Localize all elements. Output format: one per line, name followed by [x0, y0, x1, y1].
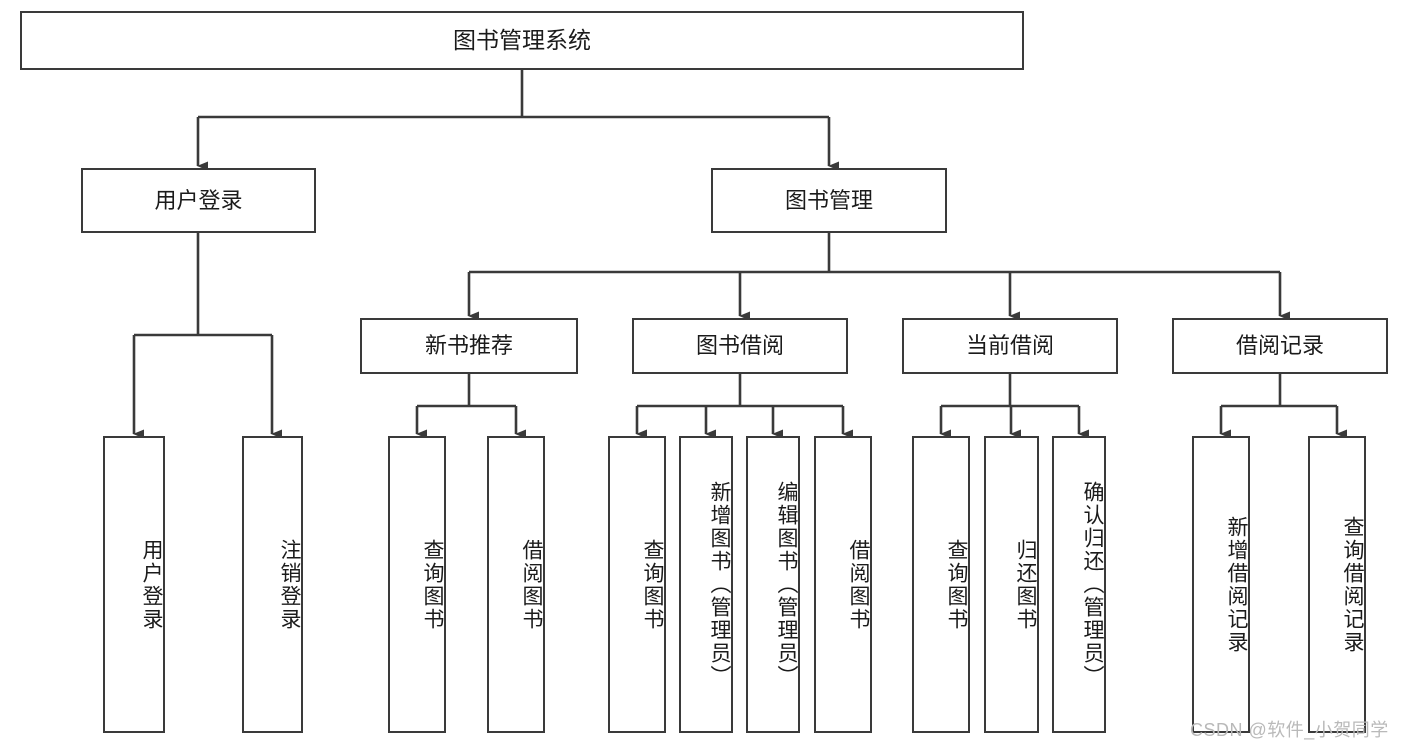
- node-borrow-record[interactable]: 借阅记录: [1172, 318, 1388, 374]
- node-label: 注销登录: [278, 538, 301, 631]
- node-current-borrow[interactable]: 当前借阅: [902, 318, 1118, 374]
- node-label: 归还图书: [1014, 538, 1037, 631]
- node-label: 图书借阅: [695, 333, 784, 359]
- node-label: 查询图书: [421, 538, 444, 631]
- node-label: 用户登录: [140, 538, 163, 631]
- node-new-book-recommend[interactable]: 新书推荐: [360, 318, 578, 374]
- node-leaf-query-book-a[interactable]: 查询图书: [388, 436, 446, 733]
- node-label: 当前借阅: [965, 333, 1054, 359]
- node-label: 借阅图书: [847, 538, 870, 631]
- node-leaf-query-book-b[interactable]: 查询图书: [608, 436, 666, 733]
- node-leaf-query-record[interactable]: 查询借阅记录: [1308, 436, 1366, 733]
- node-leaf-logout[interactable]: 注销登录: [242, 436, 303, 733]
- node-leaf-add-book[interactable]: 新增图书（管理员）: [679, 436, 733, 733]
- node-leaf-query-book-c[interactable]: 查询图书: [912, 436, 970, 733]
- watermark-csdn: CSDN @软件_小贺同学: [1190, 720, 1389, 740]
- node-label: 借阅记录: [1235, 333, 1324, 359]
- node-leaf-add-record[interactable]: 新增借阅记录: [1192, 436, 1250, 733]
- node-label: 用户登录: [154, 187, 243, 213]
- node-label: 新增借阅记录: [1225, 515, 1248, 654]
- node-book-manage[interactable]: 图书管理: [711, 168, 947, 233]
- node-label: 编辑图书（管理员）: [775, 481, 798, 688]
- node-label: 查询借阅记录: [1341, 515, 1364, 654]
- node-label: 图书管理系统: [453, 26, 591, 53]
- node-leaf-edit-book[interactable]: 编辑图书（管理员）: [746, 436, 800, 733]
- node-book-borrow[interactable]: 图书借阅: [632, 318, 848, 374]
- node-leaf-borrow-book-b[interactable]: 借阅图书: [814, 436, 872, 733]
- node-leaf-borrow-book-a[interactable]: 借阅图书: [487, 436, 545, 733]
- node-label: 图书管理: [784, 187, 873, 213]
- node-label: 借阅图书: [520, 538, 543, 631]
- node-label: 确认归还（管理员）: [1081, 481, 1104, 688]
- node-label: 查询图书: [945, 538, 968, 631]
- node-leaf-user-login[interactable]: 用户登录: [103, 436, 165, 733]
- node-label: 查询图书: [641, 538, 664, 631]
- node-label: 新增图书（管理员）: [708, 481, 731, 688]
- node-label: 新书推荐: [424, 333, 513, 359]
- node-leaf-return-book[interactable]: 归还图书: [984, 436, 1039, 733]
- node-user-login[interactable]: 用户登录: [81, 168, 316, 233]
- node-root[interactable]: 图书管理系统: [20, 11, 1024, 70]
- node-leaf-confirm-return[interactable]: 确认归还（管理员）: [1052, 436, 1106, 733]
